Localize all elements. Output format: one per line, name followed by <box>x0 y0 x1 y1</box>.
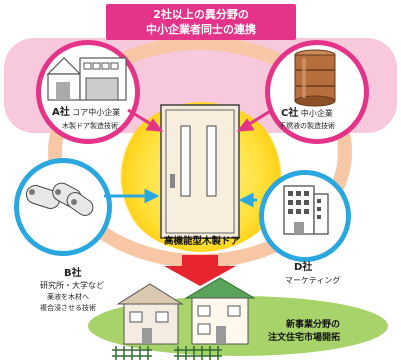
factory-icon <box>46 57 127 101</box>
company-c-name: C社 <box>281 108 299 119</box>
title-line-1: 2社以上の異分野の <box>153 8 249 21</box>
result-line-1: 新事業分野の <box>286 320 341 330</box>
lab-equipment-icon <box>25 182 94 216</box>
houses-icon <box>112 277 256 360</box>
company-a-label: A社 コア中小企業 <box>52 107 120 118</box>
company-b-circle <box>14 158 112 256</box>
company-c-label: C社 中小企業 <box>281 108 333 119</box>
company-d-name: D社 <box>294 262 313 273</box>
company-b-desc-3: 複合浸させる技術 <box>40 304 96 312</box>
company-a-desc: 木製ドア製造技術 <box>62 122 118 130</box>
company-b-desc-2: 薬液を木材へ <box>47 293 89 301</box>
result-line-2: 注文住宅市場開拓 <box>268 333 341 343</box>
company-c-desc: 不燃液の製造技術 <box>279 122 335 130</box>
collaboration-title: 2社以上の異分野の 中小企業者同士の連携 <box>106 4 296 40</box>
drum-barrel-icon <box>294 49 336 107</box>
company-a-role: コア中小企業 <box>72 108 121 117</box>
company-d-desc: マーケティング <box>285 276 341 285</box>
office-building-icon <box>283 185 329 235</box>
company-b-desc-1: 研究所・大学など <box>40 281 104 290</box>
company-a-name: A社 <box>52 107 70 118</box>
center-label: 高機能型木製ドア <box>163 236 240 247</box>
company-b-name: B社 <box>64 268 82 279</box>
wooden-door-icon <box>160 104 240 239</box>
company-c-role: 中小企業 <box>300 109 333 118</box>
title-line-2: 中小企業者同士の連携 <box>146 23 256 36</box>
